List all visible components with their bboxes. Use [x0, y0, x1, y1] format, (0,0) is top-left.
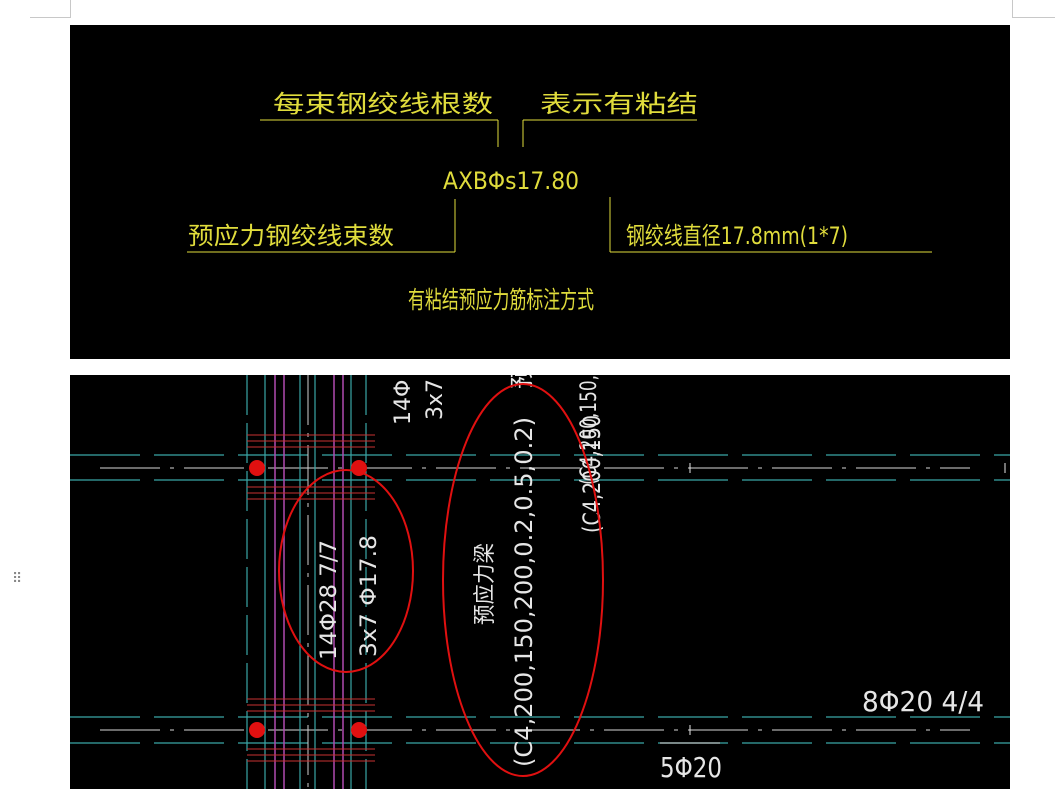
- top-rebar-label: 8Φ20 4/4: [862, 685, 984, 718]
- column-node-marker: [351, 722, 367, 738]
- cad-drawing-excerpt: 14Φ 3x7 14Φ28 7/7 3x7 Φ17.8 预应力梁 (C4,200…: [70, 375, 1010, 789]
- tendon-formula: AXBΦs17.80: [443, 167, 579, 195]
- prestress-notation-diagram: 每束钢绞线根数 表示有粘结 AXBΦs17.80 预应力钢绞线束数 钢绞线直径1…: [70, 25, 1010, 359]
- label-roots-per-bundle: 每束钢绞线根数: [273, 90, 493, 118]
- column-node-marker: [351, 460, 367, 476]
- tendon-annotation-line1: 14Φ28 7/7: [317, 540, 342, 660]
- diagram-caption: 有粘结预应力筋标注方式: [408, 286, 594, 314]
- page-corner-mark: [30, 17, 71, 18]
- bottom-rebar-label: 5Φ20: [660, 751, 722, 784]
- label-bonded: 表示有粘结: [540, 90, 698, 118]
- rebar-note-partial: 14Φ: [391, 380, 416, 425]
- highlight-ellipse-beam: [442, 383, 604, 777]
- page-corner-mark: [1012, 17, 1055, 18]
- column-node-marker: [249, 722, 265, 738]
- beam-section-partial: (C4,200,150: [578, 415, 606, 533]
- drag-handle-icon[interactable]: ⠿: [12, 571, 24, 587]
- beam-name: 预应力梁: [473, 543, 498, 625]
- label-diameter: 钢绞线直径17.8mm(1*7): [626, 222, 848, 250]
- page-corner-mark: [70, 0, 71, 18]
- beam-section-params: (C4,200,150,200,0.2,0.5,0.2): [510, 417, 538, 767]
- upper-right-annotation-partial: (C4,200,150,: [577, 375, 602, 485]
- tendon-annotation-line2: 3x7 Φ17.8: [357, 535, 382, 657]
- page-corner-mark: [1012, 0, 1013, 18]
- cad-drawing-canvas: 14Φ 3x7 14Φ28 7/7 3x7 Φ17.8 预应力梁 (C4,200…: [70, 375, 1010, 789]
- cut-off-annotation: 预: [508, 375, 536, 389]
- rebar-note-partial: 3x7: [423, 379, 448, 420]
- highlight-ellipse-tendon: [278, 469, 414, 673]
- label-bundle-count: 预应力钢绞线束数: [188, 222, 394, 250]
- column-node-marker: [249, 460, 265, 476]
- notation-diagram-canvas: 每束钢绞线根数 表示有粘结 AXBΦs17.80 预应力钢绞线束数 钢绞线直径1…: [187, 90, 932, 314]
